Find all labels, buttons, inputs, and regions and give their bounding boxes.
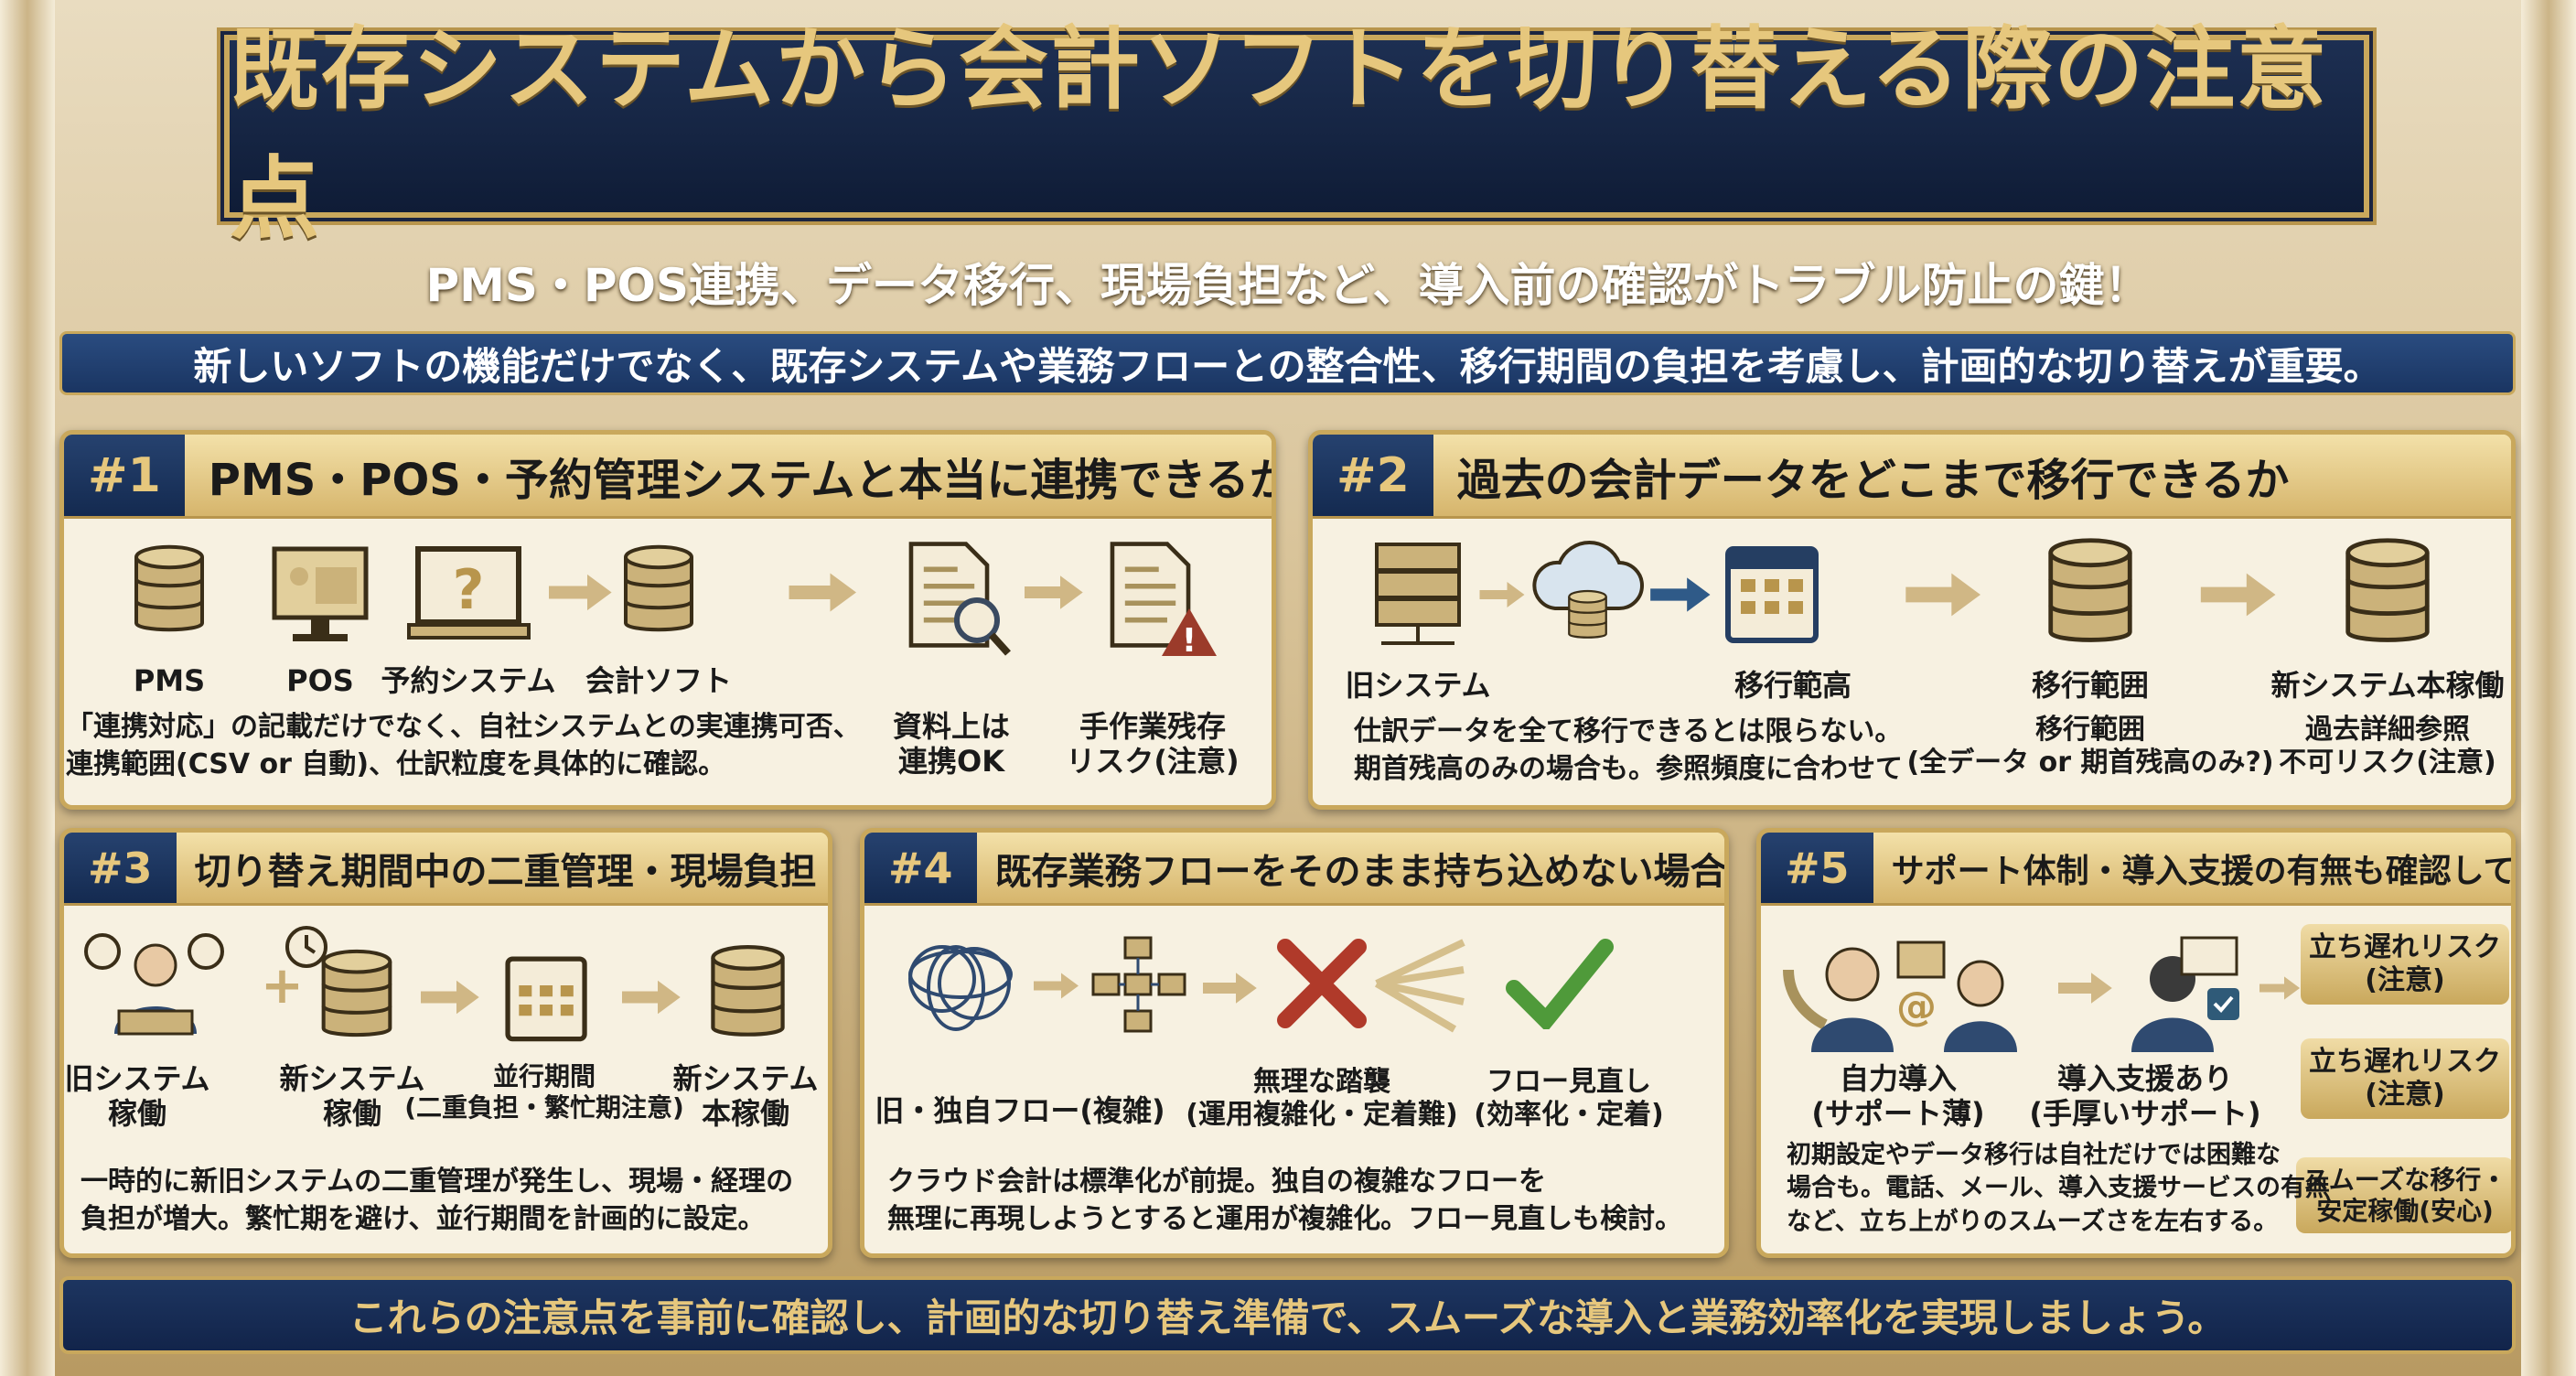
laptop-question-icon: ? — [407, 546, 531, 640]
arrow-icon — [2058, 970, 2113, 1006]
svg-text:!: ! — [1182, 622, 1197, 659]
arrow-icon — [421, 979, 480, 1016]
card-title: 過去の会計データをどこまで移行できるか — [1456, 454, 2290, 506]
label-with-support: 導入支援あり (手厚いサポート) — [2029, 1061, 2261, 1132]
label-parallel: 並行期間 (二重負担・繁忙期注意) — [404, 1061, 684, 1123]
svg-text:?: ? — [453, 558, 485, 622]
card-number: #3 — [64, 833, 177, 903]
database-icon — [704, 942, 791, 1043]
label-reservation: 予約システム — [381, 663, 556, 698]
support-staff-icon: @ — [1783, 941, 2017, 1052]
label-new-running: 新システム 稼働 — [279, 1061, 425, 1132]
summary-text: 新しいソフトの機能だけでなく、既存システムや業務フローとの整合性、移行期間の負担… — [193, 343, 2382, 389]
label-manual-risk: 手作業残存 リスク(注意) — [1066, 709, 1240, 779]
consultant-icon — [2131, 936, 2239, 1052]
label-forced-copy: 無理な踏襲 (運用複雑化・定着難) — [1186, 1066, 1458, 1131]
risk-box-smooth: スムーズな移行・ 安定稼働(安心) — [2296, 1157, 2511, 1234]
calendar-icon — [505, 956, 587, 1042]
card-2: #2 過去の会計データをどこまで移行できるか 旧システム 移行範高 移行範囲 新シ… — [1308, 430, 2516, 810]
label-pms: PMS — [133, 663, 206, 698]
arrow-icon — [1884, 572, 2003, 618]
clock-icon — [285, 926, 327, 968]
card-title: 既存業務フローをそのまま持ち込めない場合がある — [994, 850, 1727, 893]
calendar-icon — [1725, 546, 1819, 643]
database-icon — [133, 540, 206, 640]
stressed-worker-icon — [84, 933, 224, 1036]
card-1: #1 PMS・POS・予約管理システムと本当に連携できるか ? ! PMS POS… — [59, 430, 1276, 810]
plus-icon: + — [261, 956, 304, 1016]
checklist-warning-icon: ! — [1107, 540, 1217, 659]
label-self-install: 自力導入 (サポート薄) — [1811, 1061, 1985, 1132]
svg-text:@: @ — [1896, 984, 1937, 1030]
card-description: 仕訳データを全て移行できるとは限らない。 期首残高のみの場合も。参照頻度に合わせ… — [1354, 715, 1903, 785]
red-x-icon — [1277, 939, 1367, 1028]
cloud-database-icon — [1532, 541, 1644, 640]
database-icon — [2045, 535, 2136, 650]
label-flow-review: フロー見直し (効率化・定着) — [1474, 1066, 1664, 1131]
risk-box-2: 立ち遅れリスク (注意) — [2301, 1038, 2509, 1119]
label-migration-high: 移行範高 — [1733, 668, 1852, 703]
diverging-arrows-icon — [1374, 939, 1465, 1033]
label-migration-scope: 移行範囲 — [2031, 668, 2150, 703]
card-description: 初期設定やデータ移行は自社だけでは困難な 場合も。電話、メール、導入支援サービス… — [1787, 1141, 2330, 1236]
flowchart-icon — [1091, 936, 1186, 1033]
arrow-icon — [1034, 970, 1079, 1002]
pos-terminal-icon — [272, 546, 369, 641]
card-number: #1 — [64, 435, 185, 516]
label-doc-ok: 資料上は 連携OK — [892, 709, 1011, 779]
card-number: #4 — [864, 833, 977, 903]
label-new-production: 新システム 本稼働 — [672, 1061, 819, 1132]
arrow-icon — [2259, 970, 2301, 1006]
card-description: 一時的に新旧システムの二重管理が発生し、現場・経理の 負担が増大。繁忙期を避け、… — [80, 1166, 794, 1235]
card-number: #2 — [1313, 435, 1433, 516]
label-reference-risk: 過去詳細参照 不可リスク(注意) — [2279, 714, 2496, 779]
arrow-icon — [622, 979, 682, 1016]
risk-box-1: 立ち遅れリスク (注意) — [2301, 924, 2509, 1005]
arrow-icon — [1468, 581, 1537, 608]
label-accounting: 会計ソフト — [585, 663, 733, 698]
card-title: 切り替え期間中の二重管理・現場負担 — [194, 850, 817, 893]
card-5: #5 サポート体制・導入支援の有無も確認しておく @ 立ち遅れリスク (注意) 立… — [1756, 828, 2516, 1258]
arrow-icon — [759, 572, 887, 613]
arrow-icon — [549, 572, 613, 613]
title-banner: 既存システムから会計ソフトを切り替える際の注意点 — [224, 17, 2369, 252]
subtitle: PMS・POS連携、データ移行、現場負担など、導入前の確認がトラブル防止の鍵！ — [425, 259, 2151, 312]
label-new-system: 新システム本稼働 — [2270, 668, 2505, 703]
label-pos: POS — [286, 663, 354, 698]
arrow-icon — [1025, 572, 1084, 613]
document-search-icon — [906, 540, 1011, 656]
footer-banner: これらの注意点を事前に確認し、計画的な切り替え準備で、スムーズな導入と業務効率化… — [59, 1276, 2516, 1354]
database-icon — [316, 947, 398, 1043]
card-description: 「連携対応」の記載だけでなく、自社システムとの実連携可否、 連携範囲(CSV o… — [66, 711, 861, 780]
tangled-flow-icon — [908, 945, 1013, 1031]
arrow-icon — [2195, 572, 2282, 618]
card-description: クラウド会計は標準化が前提。独自の複雑なフローを 無理に再現しようとすると運用が… — [887, 1166, 1683, 1235]
card-number: #5 — [1761, 833, 1873, 903]
footer-text: これらの注意点を事前に確認し、計画的な切り替え準備で、スムーズな導入と業務効率化… — [349, 1295, 2227, 1340]
arrow-blue-icon — [1650, 577, 1711, 612]
database-icon — [622, 540, 695, 640]
label-old-flow: 旧・独自フロー(複雑) — [875, 1093, 1165, 1128]
server-icon — [1375, 543, 1461, 645]
card-title: PMS・POS・予約管理システムと本当に連携できるか — [208, 454, 1276, 506]
label-old-system: 旧システム — [1345, 668, 1491, 703]
label-old-running: 旧システム 稼働 — [64, 1061, 210, 1132]
arrow-icon — [1203, 970, 1258, 1006]
card-4: #4 既存業務フローをそのまま持ち込めない場合がある 旧・独自フロー(複雑) 無理… — [860, 828, 1729, 1258]
database-icon — [2342, 535, 2433, 650]
summary-band: 新しいソフトの機能だけでなく、既存システムや業務フローとの整合性、移行期間の負担… — [59, 331, 2516, 395]
green-check-icon — [1506, 939, 1614, 1029]
card-title: サポート体制・導入支援の有無も確認しておく — [1891, 852, 2516, 890]
page-title: 既存システムから会計ソフトを切り替える際の注意点 — [230, 17, 2329, 252]
label-scope-detail: 移行範囲 (全データ or 期首残高のみ?) — [1906, 714, 2274, 779]
